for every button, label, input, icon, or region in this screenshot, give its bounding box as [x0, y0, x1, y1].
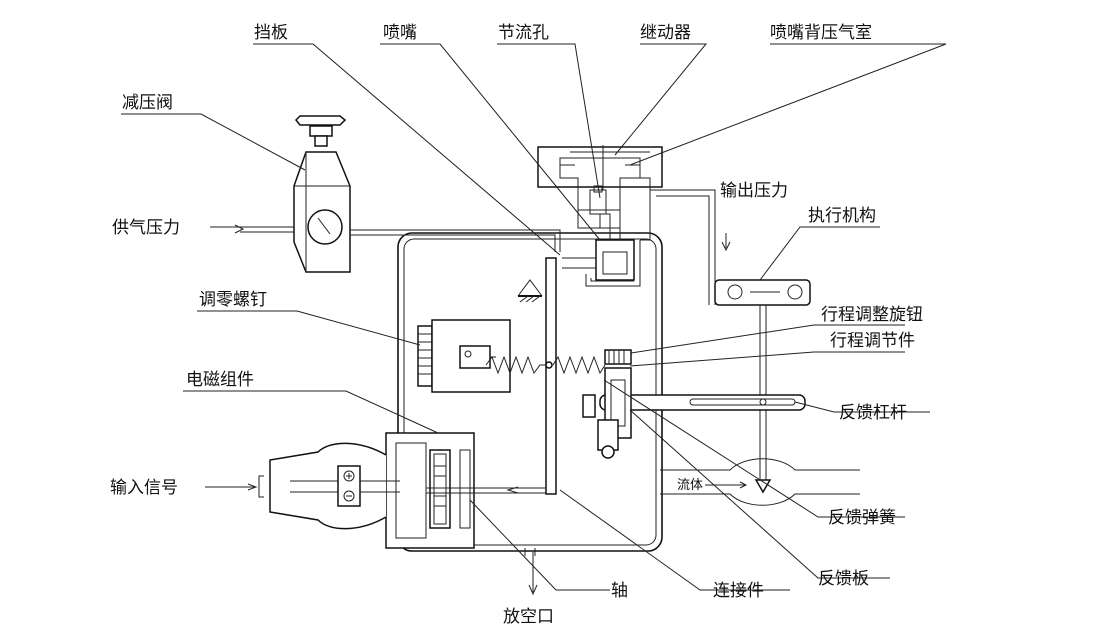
label-relay: 继动器 — [640, 23, 691, 43]
label-supply-pressure: 供气压力 — [112, 218, 180, 238]
baffle — [517, 257, 557, 495]
vent-arrow-icon — [528, 552, 538, 596]
label-stroke-adjuster: 行程调节件 — [830, 331, 915, 351]
label-feedback-plate: 反馈板 — [818, 569, 869, 589]
solenoid-assembly — [385, 432, 546, 549]
label-zero-screw: 调零螺钉 — [199, 290, 267, 310]
label-orifice: 节流孔 — [498, 23, 549, 43]
zero-screw — [417, 319, 511, 393]
actuator — [714, 233, 811, 494]
label-stroke-knob: 行程调整旋钮 — [821, 305, 923, 325]
label-feedback-spring: 反馈弹簧 — [828, 508, 896, 528]
label-baffle: 挡板 — [254, 23, 288, 43]
label-fluid: 流体 — [677, 478, 703, 493]
nozzle-back-chamber — [562, 228, 641, 287]
supply-pipe — [210, 224, 561, 252]
feedback-lever — [599, 394, 806, 411]
label-feedback-lever: 反馈杠杆 — [839, 403, 907, 423]
stroke-adjuster — [582, 349, 632, 459]
label-pressure-reducer: 减压阀 — [122, 93, 173, 113]
label-connector: 连接件 — [713, 581, 764, 601]
relay-block — [537, 145, 716, 305]
label-shaft: 轴 — [611, 581, 628, 601]
label-actuator: 执行机构 — [808, 206, 876, 226]
label-vent: 放空口 — [503, 607, 554, 627]
housing-body — [397, 232, 663, 556]
label-input-signal: 输入信号 — [110, 478, 178, 498]
fluid-pipe — [660, 458, 860, 506]
pressure-reducer — [293, 115, 351, 273]
label-nozzle-back-chamber: 喷嘴背压气室 — [770, 23, 872, 43]
feedback-spring — [485, 355, 606, 375]
label-solenoid-assembly: 电磁组件 — [186, 370, 254, 390]
input-connector — [205, 442, 400, 530]
label-group: 挡板 喷嘴 节流孔 继动器 喷嘴背压气室 减压阀 供气压力 输出压力 执行机构 … — [110, 23, 923, 627]
leader-lines — [121, 43, 947, 591]
label-nozzle: 喷嘴 — [383, 23, 417, 43]
label-output-pressure: 输出压力 — [720, 181, 788, 201]
pressure-gauge-icon — [307, 209, 343, 245]
